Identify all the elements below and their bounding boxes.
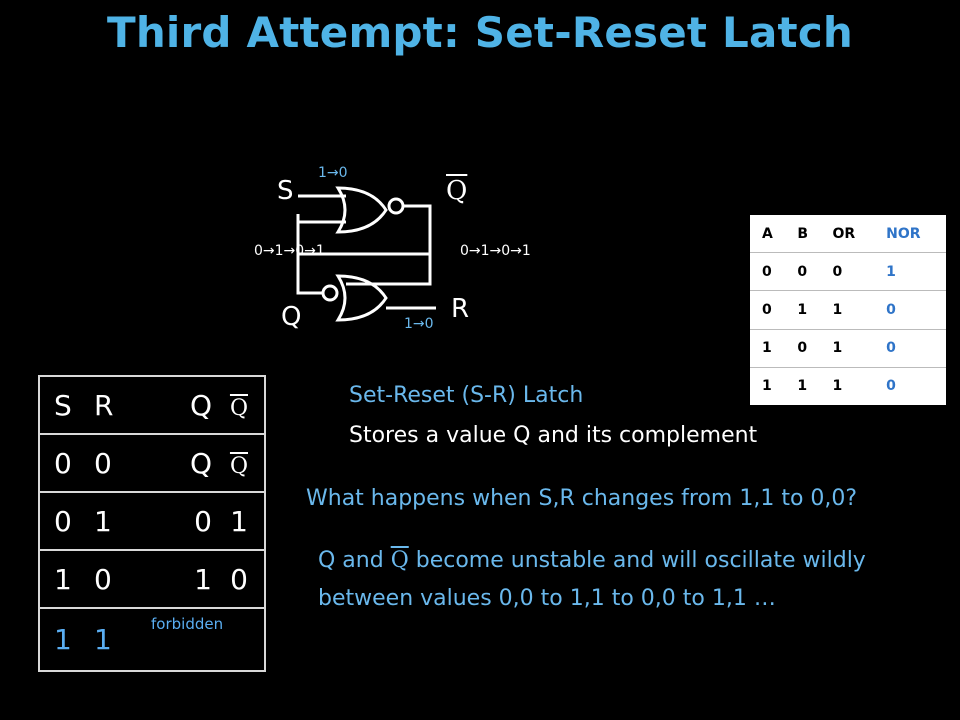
header-nor: NOR	[886, 225, 921, 242]
latch-name: Set-Reset (S-R) Latch	[349, 383, 584, 408]
cell: 0	[874, 366, 946, 405]
header-or: OR	[832, 225, 856, 242]
cell: 1	[93, 491, 151, 550]
cell: 0	[218, 549, 265, 608]
cell: 1	[820, 328, 875, 368]
cell: 1	[750, 328, 786, 368]
or-nor-truth-table: A B OR NOR 0 0 0 1 0 1 1 0 1 0 1 0 1 1 1…	[750, 215, 946, 405]
q-output-label: Q	[281, 302, 302, 332]
cell: 0	[750, 290, 786, 330]
cell: 0	[785, 252, 821, 291]
bottom-transition: 1→0	[404, 316, 434, 332]
sr-state-table: S R Q Q 0 0 Q Q 0 1 0 1 1 0 1 0 1 1 forb…	[38, 375, 266, 672]
forbidden-label: forbidden	[151, 607, 265, 671]
cell: 0	[93, 549, 151, 608]
cell: 1	[218, 491, 265, 550]
cell: Q	[151, 433, 218, 492]
qbar-output-label: Q	[446, 176, 468, 206]
cell: Q	[218, 433, 265, 492]
table-row: 1 0 1 0	[750, 328, 946, 368]
top-transition: 1→0	[318, 165, 348, 181]
cell: 0	[820, 252, 875, 291]
header-r: R	[94, 388, 114, 422]
table-row: 1 0 1 0	[39, 549, 265, 608]
cell: 1	[750, 366, 786, 405]
table-row: 0 0 0 1	[750, 252, 946, 291]
table-row: 0 1 1 0	[750, 290, 946, 330]
cell: 0	[151, 491, 218, 550]
header-qbar: Q	[229, 395, 248, 421]
cell: 1	[39, 549, 93, 608]
table-row: 0 0 Q Q	[39, 433, 265, 492]
header-b: B	[797, 225, 809, 242]
answer-line-2: between values 0,0 to 1,1 to 0,0 to 1,1 …	[318, 586, 776, 611]
cell: 1	[785, 290, 821, 330]
bottom-nor-bubble	[321, 284, 339, 302]
left-mid-transition: 0→1→0→1	[254, 243, 325, 259]
table-row: 1 1 1 0	[750, 366, 946, 405]
bottom-nor-gate	[335, 274, 388, 322]
header-s: S	[54, 388, 72, 422]
cell: 1	[39, 607, 93, 671]
cell: 0	[874, 328, 946, 368]
header-a: A	[762, 225, 773, 242]
cell: 1	[93, 607, 151, 671]
right-mid-transition: 0→1→0→1	[460, 243, 531, 259]
cell: 1	[874, 252, 946, 291]
cell: 0	[874, 290, 946, 330]
top-nor-gate	[335, 186, 388, 234]
header-q: Q	[189, 388, 212, 422]
cell: 1	[785, 366, 821, 405]
r-input-label: R	[451, 294, 470, 324]
question-text: What happens when S,R changes from 1,1 t…	[306, 486, 858, 511]
slide-title: Third Attempt: Set-Reset Latch	[106, 8, 854, 57]
cell: 1	[820, 366, 875, 405]
cell: 0	[93, 433, 151, 492]
cell: 1	[820, 290, 875, 330]
s-input-label: S	[277, 176, 294, 206]
table-row: 0 1 0 1	[39, 491, 265, 550]
answer-line-1: Q and Q become unstable and will oscilla…	[318, 548, 866, 573]
cell: 0	[39, 491, 93, 550]
cell: 1	[151, 549, 218, 608]
table-row: 1 1 forbidden	[39, 607, 265, 671]
table-header-row: A B OR NOR	[750, 215, 946, 253]
cell: 0	[785, 328, 821, 368]
top-nor-bubble	[387, 197, 405, 215]
cell: 0	[750, 252, 786, 291]
table-header-row: S R Q Q	[39, 376, 265, 434]
cell: 0	[39, 433, 93, 492]
latch-description: Stores a value Q and its complement	[349, 423, 758, 448]
